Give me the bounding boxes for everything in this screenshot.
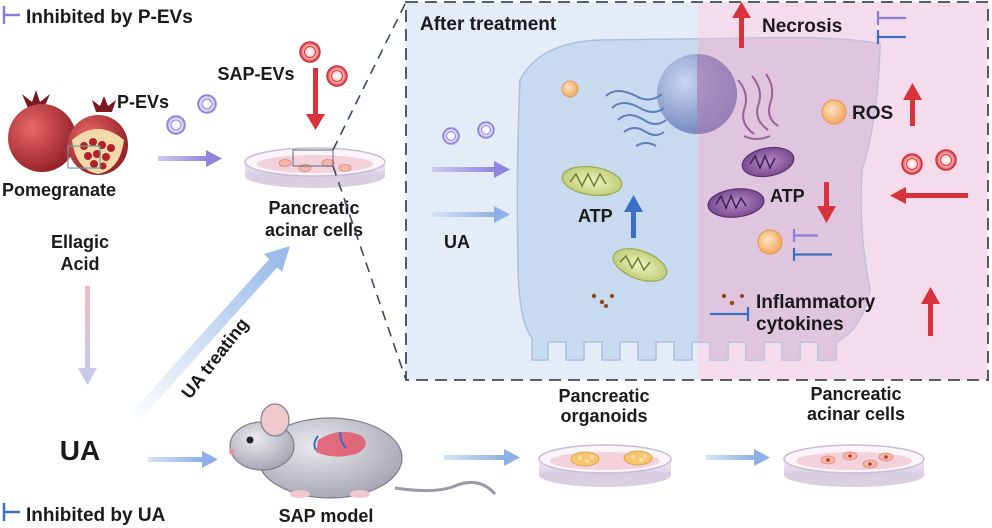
atp-down-arrow (817, 182, 836, 223)
atp-up-arrow (624, 195, 643, 238)
panel-sap-arrow (890, 187, 968, 204)
legend-pevs-label: Inhibited by P-EVs (26, 7, 193, 28)
necrosis-label: Necrosis (762, 16, 842, 37)
pomegranate-label: Pomegranate (2, 180, 116, 200)
organoids-to-acinar-arrow (706, 449, 770, 466)
organoids-label-2: organoids (560, 406, 647, 426)
ros-up-arrow (903, 83, 922, 126)
ros-inhibit-marks (792, 229, 832, 261)
cytokines-inhibit-mark (710, 307, 750, 321)
after-treatment-panel (405, 1, 989, 381)
ua-treating-arrow (130, 246, 290, 420)
acinar-cells-label-1: Pancreatic (268, 198, 359, 218)
atp-left-label: ATP (578, 206, 613, 226)
inflammatory-label-2: cytokines (756, 314, 844, 335)
panel-pevs-arrow (432, 161, 510, 178)
p-evs-label: P-EVs (117, 92, 169, 112)
after-treatment-title: After treatment (420, 14, 557, 35)
er-left (605, 90, 667, 147)
bottom-acinar-dish (783, 444, 925, 487)
mouse-to-organoids-arrow (444, 449, 520, 466)
bottom-acinar-label-2: acinar cells (807, 404, 905, 424)
legend-pevs: Inhibited by P-EVs (2, 6, 193, 28)
sap-model-label: SAP model (279, 506, 374, 526)
p-evs-arrow (158, 150, 222, 167)
necrosis-inhibit-marks (876, 11, 906, 44)
organoids-dish (538, 444, 672, 487)
panel-ua-label: UA (444, 232, 470, 252)
acinar-cells-label-2: acinar cells (265, 220, 363, 240)
inflammatory-label-1: Inflammatory (756, 292, 876, 313)
ellagic-to-ua-arrow (78, 286, 97, 385)
atp-right-label: ATP (770, 186, 805, 206)
bottom-acinar-label-1: Pancreatic (810, 384, 901, 404)
sap-mouse-illustration (229, 403, 497, 499)
acinar-cells-dish (244, 147, 386, 188)
ros-label: ROS (852, 103, 893, 124)
panel-sap-evs-vesicles (901, 149, 957, 175)
ua-to-mouse-arrow (148, 451, 218, 468)
p-evs-vesicles (166, 94, 217, 135)
legend-ua-label: Inhibited by UA (26, 505, 166, 526)
sap-evs-label: SAP-EVs (217, 64, 294, 84)
sap-evs-vesicles (299, 41, 348, 87)
panel-pevs-vesicles (442, 121, 495, 145)
organoids-label-1: Pancreatic (558, 386, 649, 406)
mitochondria-damaged (707, 146, 795, 218)
necrosis-up-arrow (732, 2, 751, 48)
ua-label: UA (60, 435, 100, 466)
sap-evs-arrow (306, 68, 325, 130)
mitochondria-healthy (561, 165, 668, 282)
ellagic-acid-label-1: Ellagic (51, 232, 109, 252)
er-right (737, 73, 779, 140)
panel-ua-arrow (432, 206, 510, 223)
cytokines-up-arrow (921, 287, 940, 336)
pomegranate-illustration (8, 90, 128, 175)
ellagic-acid-label-2: Acid (60, 254, 99, 274)
legend-ua: Inhibited by UA (2, 503, 166, 526)
zoom-lines (332, 1, 407, 381)
